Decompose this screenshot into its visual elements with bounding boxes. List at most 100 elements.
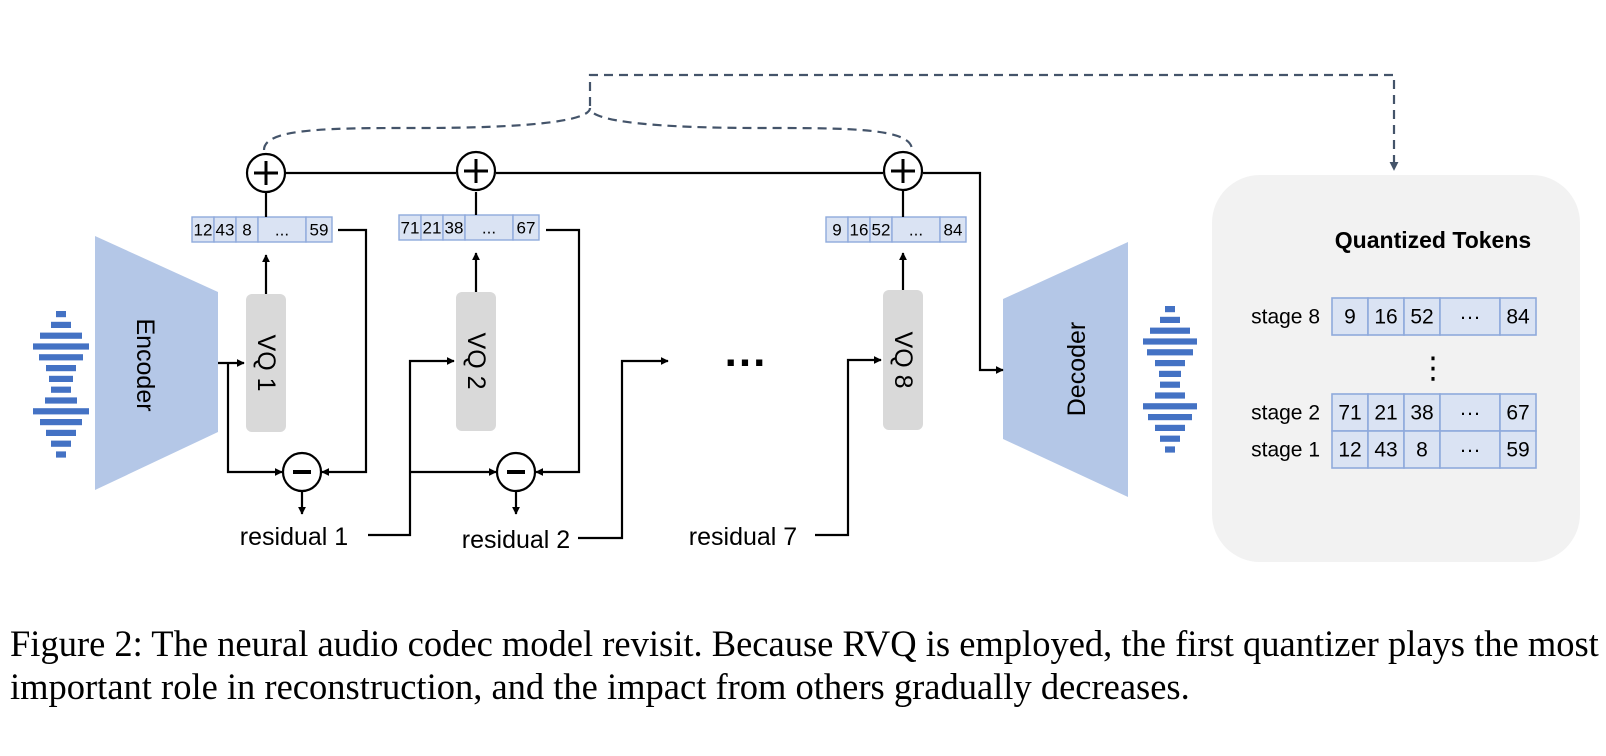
token-cell	[305, 216, 333, 243]
waveform-bar	[46, 365, 76, 372]
subtractor-1	[281, 451, 323, 493]
waveform-bar	[40, 419, 82, 426]
waveform-bar	[49, 375, 73, 382]
panel-token-value: 71	[1338, 402, 1361, 425]
token-value: 67	[517, 219, 536, 238]
panel-token-value: 67	[1506, 402, 1529, 425]
adder-1	[245, 152, 287, 194]
decoder-block	[1003, 242, 1128, 497]
plus-circle-icon	[464, 159, 488, 183]
panel-row-label: stage 2	[1251, 402, 1320, 425]
token-value: 43	[216, 221, 235, 240]
waveform-bar	[1143, 338, 1197, 345]
waveform-bar	[1143, 403, 1197, 410]
panel-token-cell	[1367, 297, 1405, 336]
waveform-bar	[51, 440, 71, 447]
dashed-brace	[262, 73, 1399, 171]
token-value: 84	[944, 221, 963, 240]
waveform-bar	[56, 311, 66, 318]
encoder-block	[95, 236, 218, 490]
waveform-bar	[1155, 360, 1185, 367]
vq-box-2	[456, 292, 496, 431]
token-value: ...	[482, 219, 496, 238]
panel-token-value: 8	[1416, 439, 1428, 462]
panel-token-value: 9	[1344, 306, 1356, 329]
waveform-bar	[1150, 327, 1190, 334]
waveform-bar	[33, 408, 89, 415]
decoder-label: Decoder	[1063, 322, 1091, 417]
waveform-bar	[1155, 392, 1185, 399]
residual-label-2: residual 2	[462, 526, 570, 554]
panel-token-value: ···	[1460, 306, 1481, 329]
panel-token-value: 59	[1506, 439, 1529, 462]
adder-8	[882, 150, 924, 192]
panel-token-cell	[1331, 430, 1369, 469]
token-value: ...	[909, 221, 923, 240]
input-waveform-icon	[33, 311, 89, 458]
panel-token-value: 84	[1506, 306, 1530, 329]
plus-circle-icon	[254, 161, 278, 185]
waveform-bar	[39, 354, 83, 361]
waveform-bar	[51, 386, 71, 393]
token-cell	[257, 216, 307, 243]
waveform-bar	[51, 321, 71, 328]
panel-row-label: stage 1	[1251, 439, 1320, 462]
panel-token-value: 12	[1338, 439, 1361, 462]
figure-caption: Figure 2: The neural audio codec model r…	[10, 623, 1599, 707]
panel-token-value: ···	[1460, 439, 1481, 462]
waveform-bar	[1159, 370, 1181, 377]
panel-token-cell	[1499, 297, 1537, 336]
panel-vdots: ⋮	[1418, 352, 1448, 385]
waveform-bar	[1148, 414, 1192, 421]
output-waveform-icon	[1143, 306, 1197, 453]
vq-box-1	[246, 294, 286, 432]
panel-token-cell	[1499, 430, 1537, 469]
plus-circle-icon	[891, 159, 915, 183]
subtractor-2	[495, 451, 537, 493]
token-value: 52	[872, 221, 891, 240]
connectors	[218, 171, 1004, 540]
panel-token-cell	[1403, 297, 1441, 336]
panel-token-value: ···	[1460, 402, 1481, 425]
token-value: 12	[194, 221, 213, 240]
waveform-bar	[46, 429, 76, 436]
waveform-bar	[1160, 435, 1180, 442]
panel-title: Quantized Tokens	[1335, 227, 1531, 253]
vq-box-8	[883, 290, 923, 430]
waveform-bar	[1160, 316, 1180, 323]
panel-token-value: 43	[1374, 439, 1397, 462]
token-cell	[464, 214, 514, 241]
residual-label-1: residual 1	[240, 523, 348, 551]
token-value: 59	[310, 221, 329, 240]
panel-token-value: 16	[1374, 306, 1397, 329]
waveform-bar	[40, 332, 82, 339]
token-value: 16	[850, 221, 869, 240]
token-cell	[512, 214, 540, 241]
token-value: 38	[445, 219, 464, 238]
waveform-bar	[56, 451, 66, 458]
vq-label-2: VQ 2	[462, 333, 490, 390]
token-value: 21	[423, 219, 442, 238]
panel-token-cell	[1331, 297, 1369, 336]
waveform-bar	[1147, 349, 1193, 356]
panel-token-rows: stage 8 9 16 52 ··· 84 stage 2 71 21 38 ··· 67 stage…	[1251, 297, 1537, 469]
panel-token-value: 38	[1410, 402, 1433, 425]
waveform-bar	[1165, 446, 1175, 453]
waveform-bar	[45, 397, 77, 404]
panel-row-label: stage 8	[1251, 306, 1320, 329]
waveform-bar	[1155, 424, 1185, 431]
panel-token-value: 21	[1374, 402, 1397, 425]
encoder-label: Encoder	[131, 318, 159, 411]
waveform-bar	[33, 343, 89, 350]
vq-label-1: VQ 1	[252, 335, 280, 392]
panel-token-cell	[1439, 430, 1501, 469]
waveform-bar	[1165, 306, 1175, 313]
adder-2	[455, 150, 497, 192]
token-value: 71	[401, 219, 420, 238]
panel-token-value: 52	[1410, 306, 1433, 329]
waveform-bar	[1160, 381, 1180, 388]
vq-label-8: VQ 8	[889, 332, 917, 389]
